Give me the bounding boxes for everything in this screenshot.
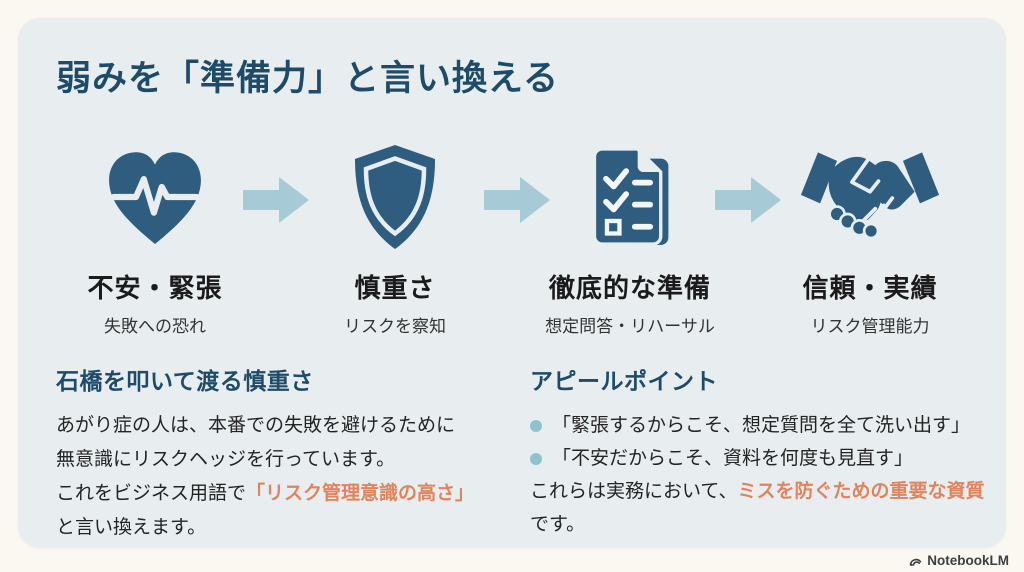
body-line: 無意識にリスクヘッジを行っています。 bbox=[56, 449, 396, 470]
bullet-text: 「不安だからこそ、資料を何度も見直す」 bbox=[552, 448, 914, 469]
flow-step-anxiety: 不安・緊張 失敗への恐れ bbox=[40, 136, 270, 337]
flow-step-caution: 慎重さ リスクを察知 bbox=[280, 136, 510, 337]
slide-card: 弱みを「準備力」と言い換える 不安・緊張 失敗への恐れ 慎重さ リスクを察知 bbox=[18, 18, 1006, 548]
flow-arrow-icon bbox=[484, 177, 550, 223]
appeal-section-heading: アピールポイント bbox=[530, 368, 718, 394]
shield-icon bbox=[280, 136, 510, 258]
slide-title: 弱みを「準備力」と言い換える bbox=[56, 59, 559, 98]
heartbeat-heart-icon bbox=[40, 136, 270, 258]
step-label: 慎重さ bbox=[354, 273, 436, 303]
highlight-text: ミスを防ぐための重要な資質 bbox=[737, 481, 985, 502]
step-sublabel: 失敗への恐れ bbox=[104, 317, 206, 336]
body-line: あがり症の人は、本番での失敗を避けるために bbox=[56, 415, 456, 436]
step-label: 徹底的な準備 bbox=[548, 273, 711, 303]
closing-prefix: これらは実務において、 bbox=[530, 481, 738, 502]
appeal-closing-text: これらは実務において、ミスを防ぐための重要な資質です。 bbox=[530, 475, 985, 541]
checklist-document-icon bbox=[515, 136, 745, 258]
step-sublabel: リスク管理能力 bbox=[810, 317, 930, 336]
notebooklm-logo-icon bbox=[909, 558, 922, 566]
notebooklm-watermark: NotebookLM bbox=[908, 553, 1009, 568]
step-sublabel: リスクを察知 bbox=[344, 317, 446, 336]
body-line: これをビジネス用語で「リスク管理意識の高さ」 bbox=[56, 477, 516, 511]
handshake-icon bbox=[755, 136, 985, 258]
bullet-item: 「緊張するからこそ、想定質問を全て洗い出す」 bbox=[530, 409, 985, 442]
bullet-item: 「不安だからこそ、資料を何度も見直す」 bbox=[530, 442, 985, 475]
bullet-list: 「緊張するからこそ、想定質問を全て洗い出す」 「不安だからこそ、資料を何度も見直… bbox=[530, 409, 985, 475]
body-line: と言い換えます。 bbox=[56, 517, 207, 538]
bullet-dot-icon bbox=[530, 420, 542, 432]
step-label: 信頼・実績 bbox=[802, 273, 938, 303]
step-sublabel: 想定問答・リハーサル bbox=[545, 317, 715, 336]
flow-step-preparation: 徹底的な準備 想定問答・リハーサル bbox=[515, 136, 745, 337]
bullet-dot-icon bbox=[530, 453, 542, 465]
flow-step-trust: 信頼・実績 リスク管理能力 bbox=[755, 136, 985, 337]
watermark-text: NotebookLM bbox=[927, 553, 1009, 568]
caution-section-body: あがり症の人は、本番での失敗を避けるために 無意識にリスクヘッジを行っています。… bbox=[56, 409, 516, 545]
flow-arrow-icon bbox=[715, 177, 781, 223]
closing-suffix: です。 bbox=[530, 514, 586, 535]
step-label: 不安・緊張 bbox=[87, 273, 223, 303]
caution-section-heading: 石橋を叩いて渡る慎重さ bbox=[56, 368, 314, 394]
bullet-text: 「緊張するからこそ、想定質問を全て洗い出す」 bbox=[552, 415, 971, 436]
highlight-text: 「リスク管理意識の高さ」 bbox=[246, 483, 475, 504]
appeal-section: アピールポイント 「緊張するからこそ、想定質問を全て洗い出す」 「不安だからこそ… bbox=[530, 362, 985, 541]
flow-arrow-icon bbox=[243, 177, 309, 223]
caution-section: 石橋を叩いて渡る慎重さ あがり症の人は、本番での失敗を避けるために 無意識にリス… bbox=[56, 362, 516, 545]
body-line-prefix: これをビジネス用語で bbox=[56, 483, 247, 504]
